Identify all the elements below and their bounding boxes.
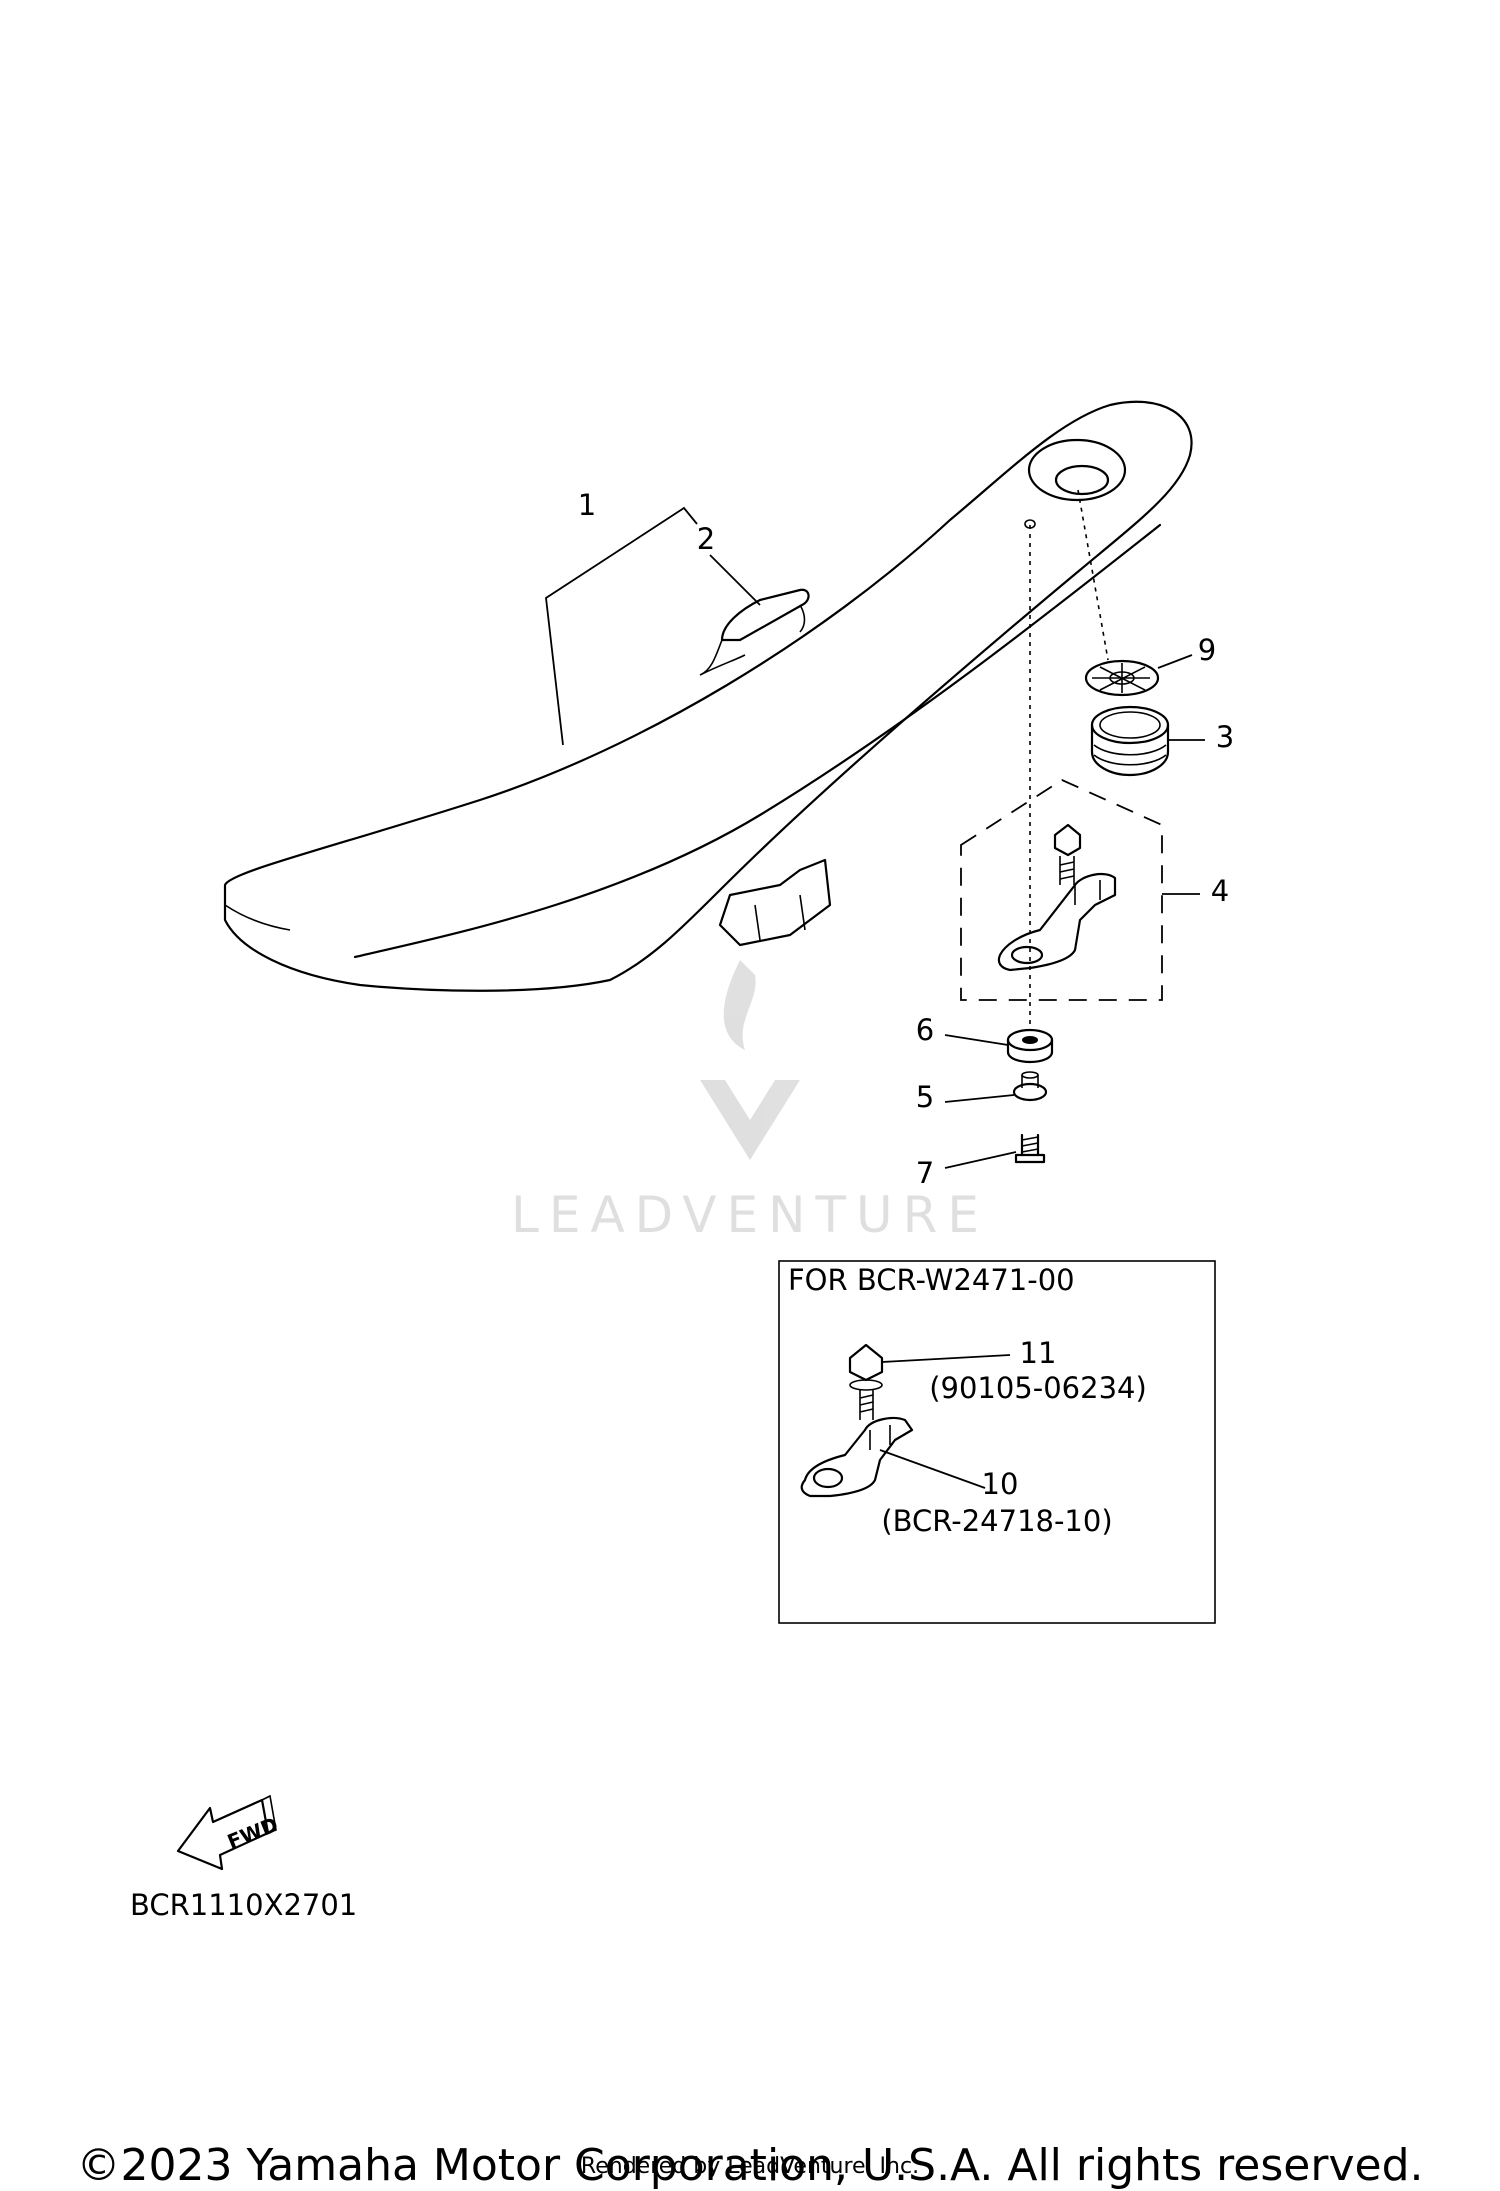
watermark-text: LEADVENTURE: [511, 1186, 989, 1244]
bracket-part-4: [997, 823, 1117, 972]
callout-1: 1: [578, 488, 596, 522]
part-11-number: (90105-06234): [929, 1371, 1147, 1405]
seat-drawing: [223, 400, 1193, 992]
leader-11: [881, 1354, 1011, 1363]
leader-9: [1157, 654, 1193, 669]
cap-part-3: [1090, 705, 1170, 777]
callout-9: 9: [1198, 633, 1216, 667]
leader-6: [944, 1034, 1009, 1046]
callout-10: 10: [982, 1467, 1019, 1501]
leader-5: [944, 1094, 1015, 1103]
callout-11: 11: [1020, 1336, 1057, 1370]
leader-7: [944, 1151, 1017, 1169]
emblem-part-9: [1084, 659, 1160, 697]
leadventure-watermark: LEADVENTURE: [511, 960, 989, 1244]
callout-3: 3: [1216, 720, 1234, 754]
fwd-arrow-icon: FWD: [176, 1794, 282, 1871]
leader-10: [879, 1449, 986, 1489]
bracket-assembly-box: [960, 778, 1163, 1001]
inset-bolt-part-11: [848, 1343, 884, 1420]
bolt-part-7: [1014, 1133, 1046, 1164]
inset-bracket-part-10: [800, 1416, 914, 1498]
grommet-part-6: [1006, 1028, 1054, 1064]
callout-6: 6: [916, 1013, 934, 1047]
fwd-label: FWD: [224, 1812, 282, 1854]
diagram-code: BCR1110X2701: [130, 1888, 357, 1922]
leader-2: [709, 554, 761, 606]
callout-7: 7: [916, 1156, 934, 1190]
callout-5: 5: [916, 1080, 934, 1114]
part-10-number: (BCR-24718-10): [881, 1504, 1112, 1538]
leader-1: [545, 506, 698, 746]
collar-part-5: [1012, 1071, 1048, 1102]
inset-box: [778, 1260, 1216, 1624]
rendered-by-notice: Rendered by LeadVenture, Inc.: [580, 2154, 920, 2179]
callout-4: 4: [1211, 874, 1229, 908]
callout-2: 2: [697, 522, 715, 556]
assembly-line-cap: [1077, 489, 1109, 661]
inset-title: FOR BCR-W2471-00: [788, 1263, 1075, 1297]
